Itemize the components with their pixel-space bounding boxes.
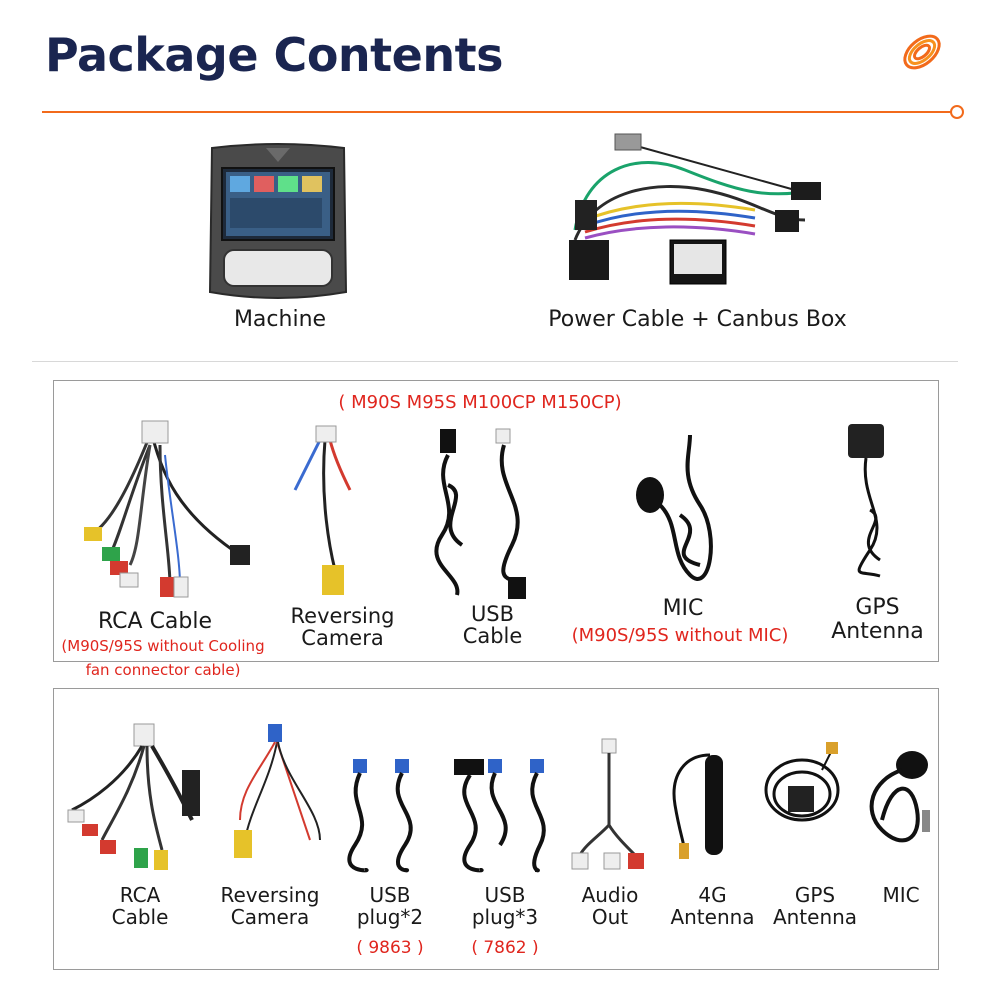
- power-cable-canbus-image: [569, 133, 821, 285]
- reversing-camera-cable-image: [293, 425, 352, 595]
- reversing-camera-label-line2: Camera: [301, 626, 384, 650]
- gps-antenna-label-line1: GPS: [855, 595, 900, 620]
- mic-2-image: [869, 751, 930, 843]
- usb-plug-3-label-line1: USB: [484, 883, 526, 907]
- reversing-camera-2-label-line1: Reversing: [220, 883, 320, 907]
- usb-cable-label-line2: Cable: [462, 624, 523, 648]
- package-box-1: [53, 380, 939, 662]
- audio-out-label-line2: Out: [591, 905, 629, 929]
- audio-out-image: [571, 738, 644, 870]
- rca-cable-2-label-line1: RCA: [119, 883, 161, 907]
- mic-2-label: MIC: [882, 883, 920, 907]
- usb-plug-2-image: [347, 759, 413, 873]
- gps-antenna-label-line2: Antenna: [831, 619, 924, 644]
- mic-note: (M90S/95S without MIC): [571, 625, 789, 646]
- gps-antenna-2-label-line2: Antenna: [772, 905, 858, 929]
- mic-label: MIC: [662, 596, 704, 621]
- usb-plug-2-label-line1: USB: [369, 883, 411, 907]
- reversing-camera-label-line1: Reversing: [290, 604, 395, 628]
- header-divider: [42, 111, 952, 113]
- power-cable-label: Power Cable + Canbus Box: [548, 307, 847, 332]
- usb-plug-2-code: ( 9863 ): [356, 938, 424, 958]
- reversing-camera-2-image: [234, 724, 321, 858]
- rca-cable-note-line1: (M90S/95S without Cooling: [61, 637, 265, 655]
- machine-label: Machine: [233, 307, 327, 332]
- usb-plug-2-label-line2: plug*2: [356, 905, 424, 929]
- gps-antenna-image: [848, 424, 884, 578]
- usb-plug-3-code: ( 7862 ): [471, 938, 539, 958]
- rca-cable-note-line2: fan connector cable): [85, 661, 241, 679]
- page-title: Package Contents: [45, 28, 503, 82]
- 4g-antenna-image: [672, 753, 723, 859]
- rca-cable-2-label-line2: Cable: [111, 905, 169, 929]
- package-box-2: [53, 688, 939, 970]
- rca-cable-2-image: [67, 723, 200, 870]
- usb-plug-3-image: [454, 759, 546, 873]
- rca-cable-label: RCA Cable: [97, 609, 213, 634]
- 4g-antenna-label-line2: Antenna: [670, 905, 755, 929]
- rca-cable-image: [84, 420, 250, 598]
- reversing-camera-2-label-line2: Camera: [230, 905, 310, 929]
- mic-image: [636, 434, 713, 581]
- header-divider-dot: [950, 105, 964, 119]
- gps-antenna-2-label-line1: GPS: [794, 883, 836, 907]
- 4g-antenna-label-line1: 4G: [698, 883, 727, 907]
- section-divider: [32, 361, 958, 362]
- usb-cable-image: [434, 428, 526, 599]
- machine-image: [208, 143, 348, 299]
- usb-cable-label-line1: USB: [470, 602, 515, 626]
- gps-antenna-2-image: [764, 742, 840, 822]
- models-note: ( M90S M95S M100CP M150CP): [338, 392, 622, 413]
- usb-plug-3-label-line2: plug*3: [471, 905, 539, 929]
- brand-coil-logo-icon: [903, 34, 941, 70]
- audio-out-label-line1: Audio: [581, 883, 639, 907]
